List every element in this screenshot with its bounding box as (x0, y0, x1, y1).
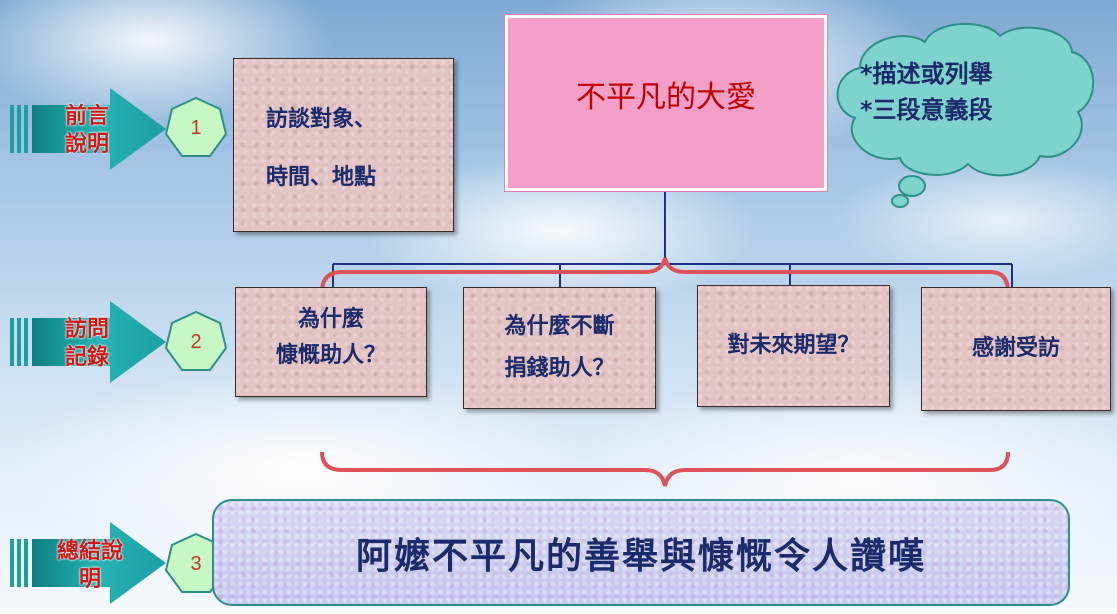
heptagon-icon (164, 96, 228, 157)
q2-line1: 為什麼不斷 (504, 314, 615, 339)
summary-arrow (10, 522, 166, 604)
q1-line1: 為什麼 (297, 307, 364, 332)
cloud-line2: *三段意義段 (860, 96, 993, 124)
top-brace (320, 257, 1010, 293)
q2-line2: 捐錢助人？ (504, 356, 615, 381)
step-1-number: 1 (190, 116, 202, 139)
cloud-line1: *描述或列舉 (860, 60, 993, 88)
intro-line2: 時間、地點 (266, 165, 377, 190)
bottom-brace (320, 451, 1010, 487)
q1-line2: 慷慨助人？ (275, 343, 386, 368)
summary-box: 阿嬤不平凡的善舉與慷慨令人讚嘆 (212, 499, 1070, 606)
summary-label-line1: 總結說 (56, 538, 123, 564)
summary-label-line2: 明 (78, 566, 101, 592)
interview-label-line1: 訪問 (64, 316, 109, 342)
step-1-badge: 1 (164, 96, 228, 160)
step-2-number: 2 (190, 330, 202, 353)
intro-section-label: 前言 說明 (52, 102, 122, 158)
intro-label-line1: 前言 (64, 103, 109, 129)
interview-section-label: 訪問 記錄 (52, 315, 122, 371)
question-box-2: 為什麼不斷 捐錢助人？ (463, 287, 656, 409)
summary-section-label: 總結說 明 (40, 537, 140, 593)
interview-label-line2: 記錄 (64, 344, 109, 370)
question-box-3: 對未來期望？ (697, 285, 890, 407)
title-box: 不平凡的大愛 (505, 15, 827, 191)
step-3-number: 3 (190, 552, 202, 575)
question-box-1: 為什麼 慷慨助人？ (235, 287, 427, 397)
heptagon-icon (164, 310, 228, 371)
question-box-4: 感謝受訪 (921, 287, 1111, 411)
interview-arrow (10, 301, 166, 383)
intro-arrow (10, 88, 166, 170)
step-2-badge: 2 (164, 310, 228, 374)
summary-text: 阿嬤不平凡的善舉與慷慨令人讚嘆 (355, 535, 926, 577)
cloud-callout-shape (836, 23, 1094, 208)
cloud-callout-text: *描述或列舉 *三段意義段 (860, 56, 1060, 128)
tree-connector (332, 191, 1013, 288)
q3-text: 對未來期望？ (727, 333, 860, 358)
intro-line1: 訪談對象、 (266, 107, 377, 132)
intro-label-line2: 說明 (64, 131, 109, 157)
intro-box: 訪談對象、 時間、地點 (233, 58, 454, 232)
q4-text: 感謝受訪 (971, 336, 1060, 361)
diagram-title: 不平凡的大愛 (576, 80, 756, 115)
